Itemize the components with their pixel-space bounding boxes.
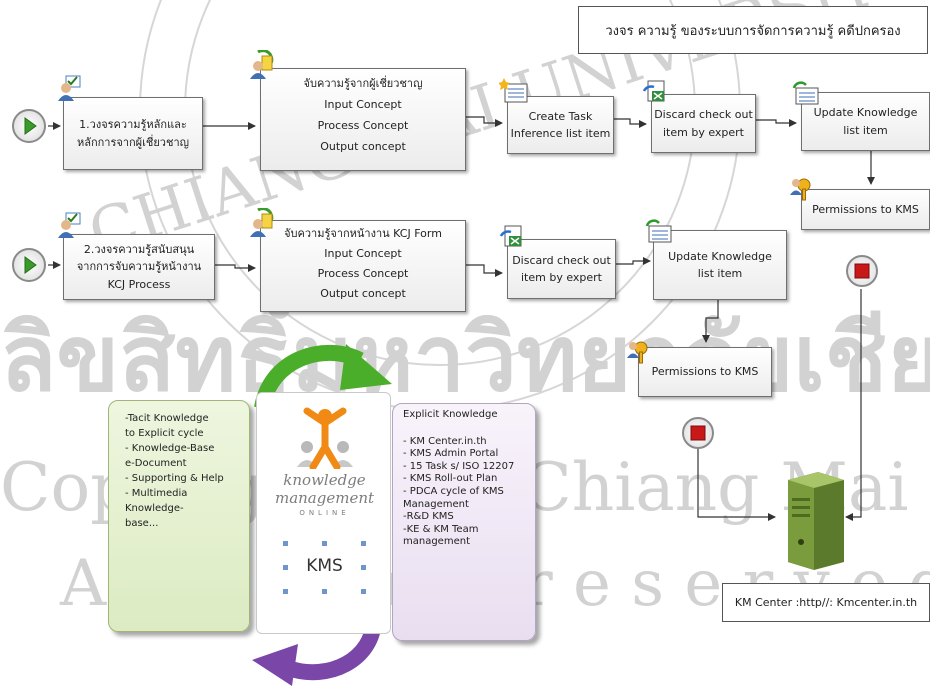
tacit-item: - Supporting & Help xyxy=(125,473,224,484)
selection-handle xyxy=(361,565,366,570)
update-list-item-icon xyxy=(792,81,819,105)
connector xyxy=(697,447,776,521)
tacit-item: -Tacit Knowledge to Explicit cycle xyxy=(125,413,209,439)
start-event-1[interactable] xyxy=(12,109,46,143)
connector xyxy=(466,116,503,127)
play-icon xyxy=(24,117,37,135)
end-event-2[interactable] xyxy=(682,417,714,449)
end-event-1[interactable] xyxy=(846,255,878,287)
concept-output: Output concept xyxy=(320,140,406,153)
stop-icon xyxy=(854,263,870,279)
connector xyxy=(845,289,862,521)
connector xyxy=(466,264,503,277)
update-knowledge-box-2[interactable]: Update Knowledge list item xyxy=(653,230,787,300)
create-task-box[interactable]: Create Task Inference list item xyxy=(507,96,614,154)
concept-capture-expert-box[interactable]: จับความรู้จากผู้เชี่ยวชาญ Input Concept … xyxy=(260,68,466,171)
concept-capture-kcj-box[interactable]: จับความรู้จากหน้างาน KCJ Form Input Conc… xyxy=(260,220,466,312)
connector xyxy=(215,264,256,272)
permissions-box-1[interactable]: Permissions to KMS xyxy=(801,189,930,230)
permissions-key-icon xyxy=(790,178,811,201)
concept-input: Input Concept xyxy=(324,247,402,260)
explicit-item: - KMS Admin Portal xyxy=(403,448,499,460)
server-caption: KM Center :http//: Kmcenter.in.th xyxy=(722,583,930,622)
server-icon xyxy=(788,472,844,570)
stop-icon xyxy=(690,425,706,441)
tacit-knowledge-panel: -Tacit Knowledge to Explicit cycle - Kno… xyxy=(108,400,250,632)
explicit-item: -R&D KMS xyxy=(403,511,454,523)
connector xyxy=(702,300,719,343)
selection-handle xyxy=(283,565,288,570)
concept-title: จับความรู้จากหน้างาน KCJ Form xyxy=(284,227,442,240)
selection-handle xyxy=(361,589,366,594)
user-assign-icon xyxy=(250,50,274,79)
user-assign-icon xyxy=(250,208,274,237)
knowledge-cycle-1-box[interactable]: 1.วงจรความรู้หลักและ หลักการจากผู้เชี่ยว… xyxy=(63,97,203,170)
user-task-icon xyxy=(58,75,81,101)
create-list-item-icon xyxy=(499,78,528,103)
explicit-heading: Explicit Knowledge xyxy=(403,409,498,420)
update-knowledge-box-1[interactable]: Update Knowledge list item xyxy=(801,92,930,151)
play-icon xyxy=(24,256,37,274)
logo-text-knowledge: knowledge xyxy=(283,471,366,489)
concept-output: Output concept xyxy=(320,287,406,300)
permissions-box-2[interactable]: Permissions to KMS xyxy=(638,347,772,397)
explicit-item: - KM Center.in.th xyxy=(403,435,487,447)
connector xyxy=(614,118,647,128)
selection-handle xyxy=(283,589,288,594)
concept-title: จับความรู้จากผู้เชี่ยวชาญ xyxy=(303,77,423,90)
selection-handle xyxy=(322,541,327,546)
diagram-title: วงจร ความรู้ ของระบบการจัดการความรู้ คดี… xyxy=(578,6,928,54)
selection-handle xyxy=(361,541,366,546)
user-task-icon xyxy=(58,212,81,238)
concept-input: Input Concept xyxy=(324,98,402,111)
selection-handle xyxy=(283,541,288,546)
discard-checkout-icon xyxy=(642,80,665,102)
connector xyxy=(616,257,651,265)
explicit-item: - 15 Task s/ ISO 12207 xyxy=(403,460,515,472)
permissions-key-icon xyxy=(627,341,648,364)
explicit-item: -KE & KM Team management xyxy=(403,523,479,548)
tacit-item: - Knowledge-Base e-Document xyxy=(125,443,215,469)
knowledge-cycle-2-box[interactable]: 2.วงจรความรู้สนับสนุน จากการจับความรู้หน… xyxy=(63,234,215,300)
knowledge-person-icon xyxy=(297,407,353,469)
explicit-item: - PDCA cycle of KMS Management xyxy=(403,485,504,510)
start-event-2[interactable] xyxy=(12,248,46,282)
kms-label: KMS xyxy=(306,556,343,576)
selection-handle xyxy=(322,589,327,594)
logo-text-online: ONLINE xyxy=(299,509,350,517)
concept-process: Process Concept xyxy=(317,267,409,280)
explicit-knowledge-panel: Explicit Knowledge - KM Center.in.th - K… xyxy=(392,403,536,641)
tacit-item: - Multimedia Knowledge- base... xyxy=(125,488,188,529)
update-list-item-icon xyxy=(645,219,672,243)
concept-process: Process Concept xyxy=(317,119,409,132)
explicit-item: - KMS Roll-out Plan xyxy=(403,473,498,485)
discard-checkout-icon xyxy=(499,225,522,247)
connector xyxy=(756,119,797,127)
logo-text-management: management xyxy=(274,489,375,507)
kms-center-panel: knowledge management ONLINE KMS xyxy=(256,392,391,634)
